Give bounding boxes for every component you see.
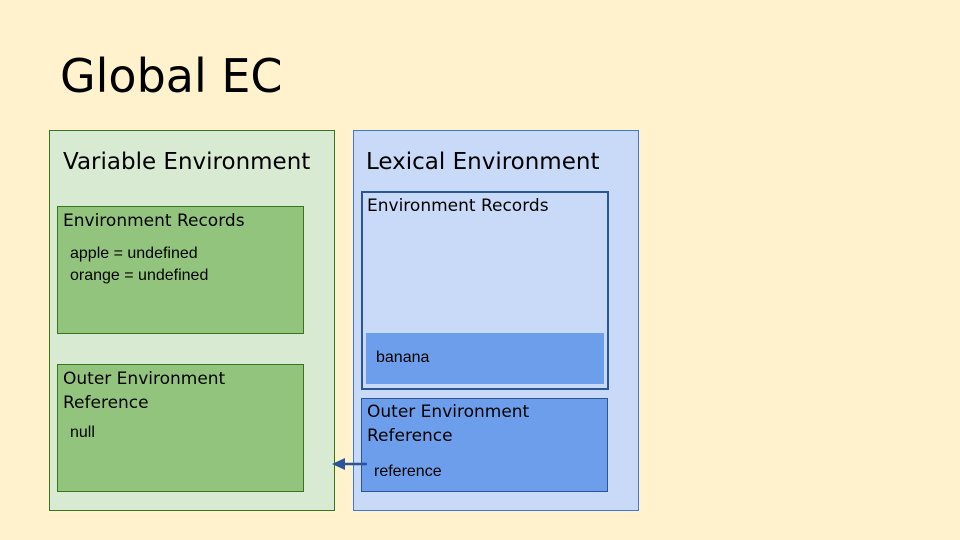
lexical-environment-outer-title: Outer Environment Reference (367, 402, 530, 446)
lexical-environment-outer-box (361, 398, 608, 492)
reference-arrow-icon (332, 458, 367, 470)
variable-environment-outer-box (57, 364, 304, 492)
lexical-environment-records-title: Environment Records (367, 196, 549, 216)
lexical-environment-banana-box (366, 333, 604, 384)
variable-environment-title: Variable Environment (63, 149, 311, 175)
lexical-environment-records-value: banana (376, 349, 430, 366)
slide-title: Global EC (60, 49, 283, 103)
variable-environment-records-box (57, 206, 304, 334)
lexical-environment-title: Lexical Environment (366, 149, 600, 175)
variable-environment-records-values: apple = undefined orange = undefined (70, 245, 209, 284)
variable-environment-outer-value: null (70, 424, 95, 441)
lexical-environment-outer-value: reference (374, 463, 442, 480)
variable-environment-outer-title: Outer Environment Reference (63, 369, 226, 413)
variable-environment-records-title: Environment Records (63, 211, 245, 231)
